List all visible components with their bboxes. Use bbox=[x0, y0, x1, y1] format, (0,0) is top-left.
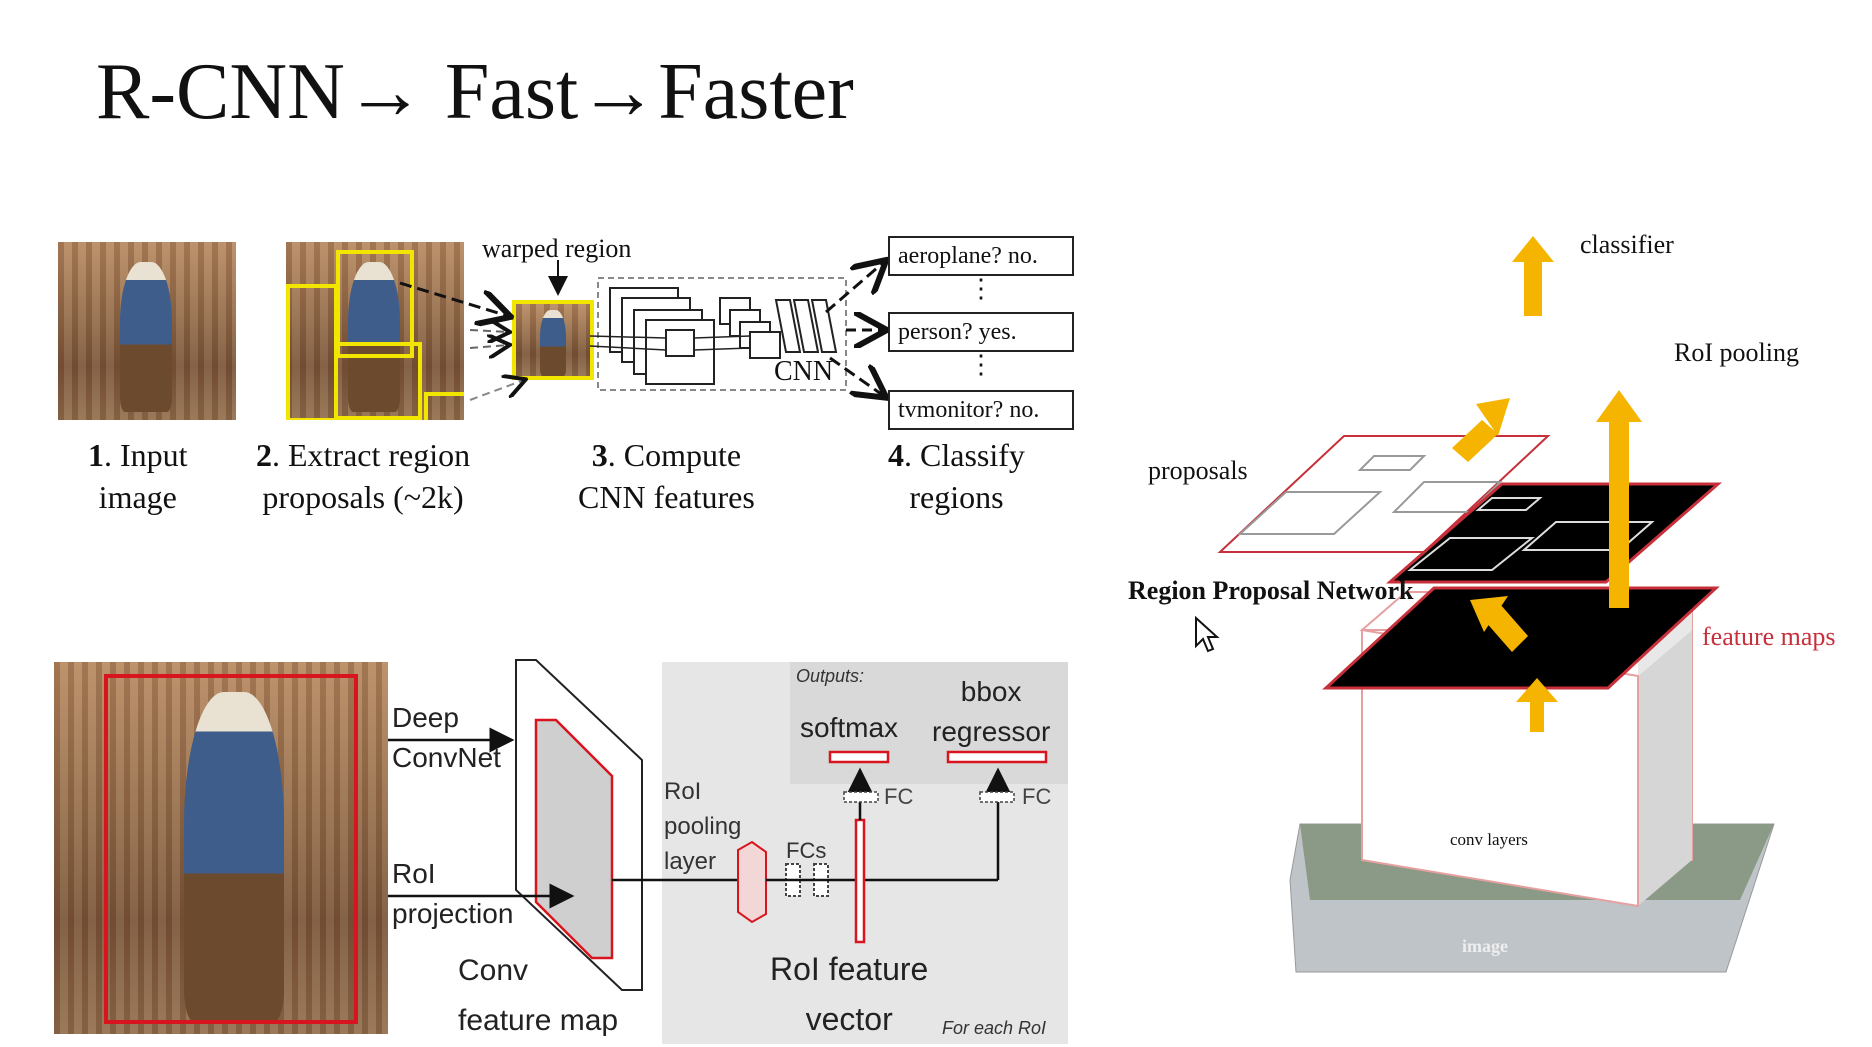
outputs-panel-inner bbox=[790, 662, 1068, 784]
fc-label-bbox: FC bbox=[1022, 784, 1052, 809]
mouse-cursor-icon bbox=[1195, 616, 1220, 653]
for-each-roi-label: For each RoI bbox=[942, 1018, 1047, 1038]
faster-rcnn-graphic bbox=[1217, 236, 1775, 973]
fc-label-softmax: FC bbox=[884, 784, 914, 809]
fast-rcnn-connectors bbox=[388, 659, 1048, 991]
classifier-label: classifier bbox=[1580, 230, 1674, 259]
result-tvmonitor: tvmonitor? no. bbox=[888, 390, 1074, 430]
proposals-label: proposals bbox=[1148, 456, 1248, 485]
dots-2: ⋮ bbox=[968, 350, 994, 379]
conv-layers-label: conv layers bbox=[1450, 830, 1528, 849]
region-proposals-image bbox=[286, 242, 464, 420]
rcnn-connectors bbox=[399, 0, 1100, 520]
result-aeroplane: aeroplane? no. bbox=[888, 236, 1074, 276]
feature-maps-label: feature maps bbox=[1702, 622, 1836, 651]
slide-title: R-CNN→ Fast→Faster bbox=[96, 48, 854, 136]
cnn-label: CNN bbox=[774, 356, 834, 387]
fcs-label: FCs bbox=[786, 838, 827, 863]
result-person: person? yes. bbox=[888, 312, 1074, 352]
warped-region-image bbox=[512, 300, 594, 380]
dots-1: ⋮ bbox=[968, 274, 994, 303]
input-image bbox=[58, 242, 236, 420]
fast-input-image bbox=[54, 662, 388, 1034]
outputs-label: Outputs: bbox=[796, 666, 865, 686]
softmax-label: softmax bbox=[800, 712, 899, 743]
image-label: image bbox=[1462, 936, 1508, 956]
warped-region-label: warped region bbox=[482, 234, 632, 263]
roi-pooling-label: RoI pooling bbox=[1674, 338, 1799, 367]
rpn-label: Region Proposal Network bbox=[1128, 576, 1414, 605]
